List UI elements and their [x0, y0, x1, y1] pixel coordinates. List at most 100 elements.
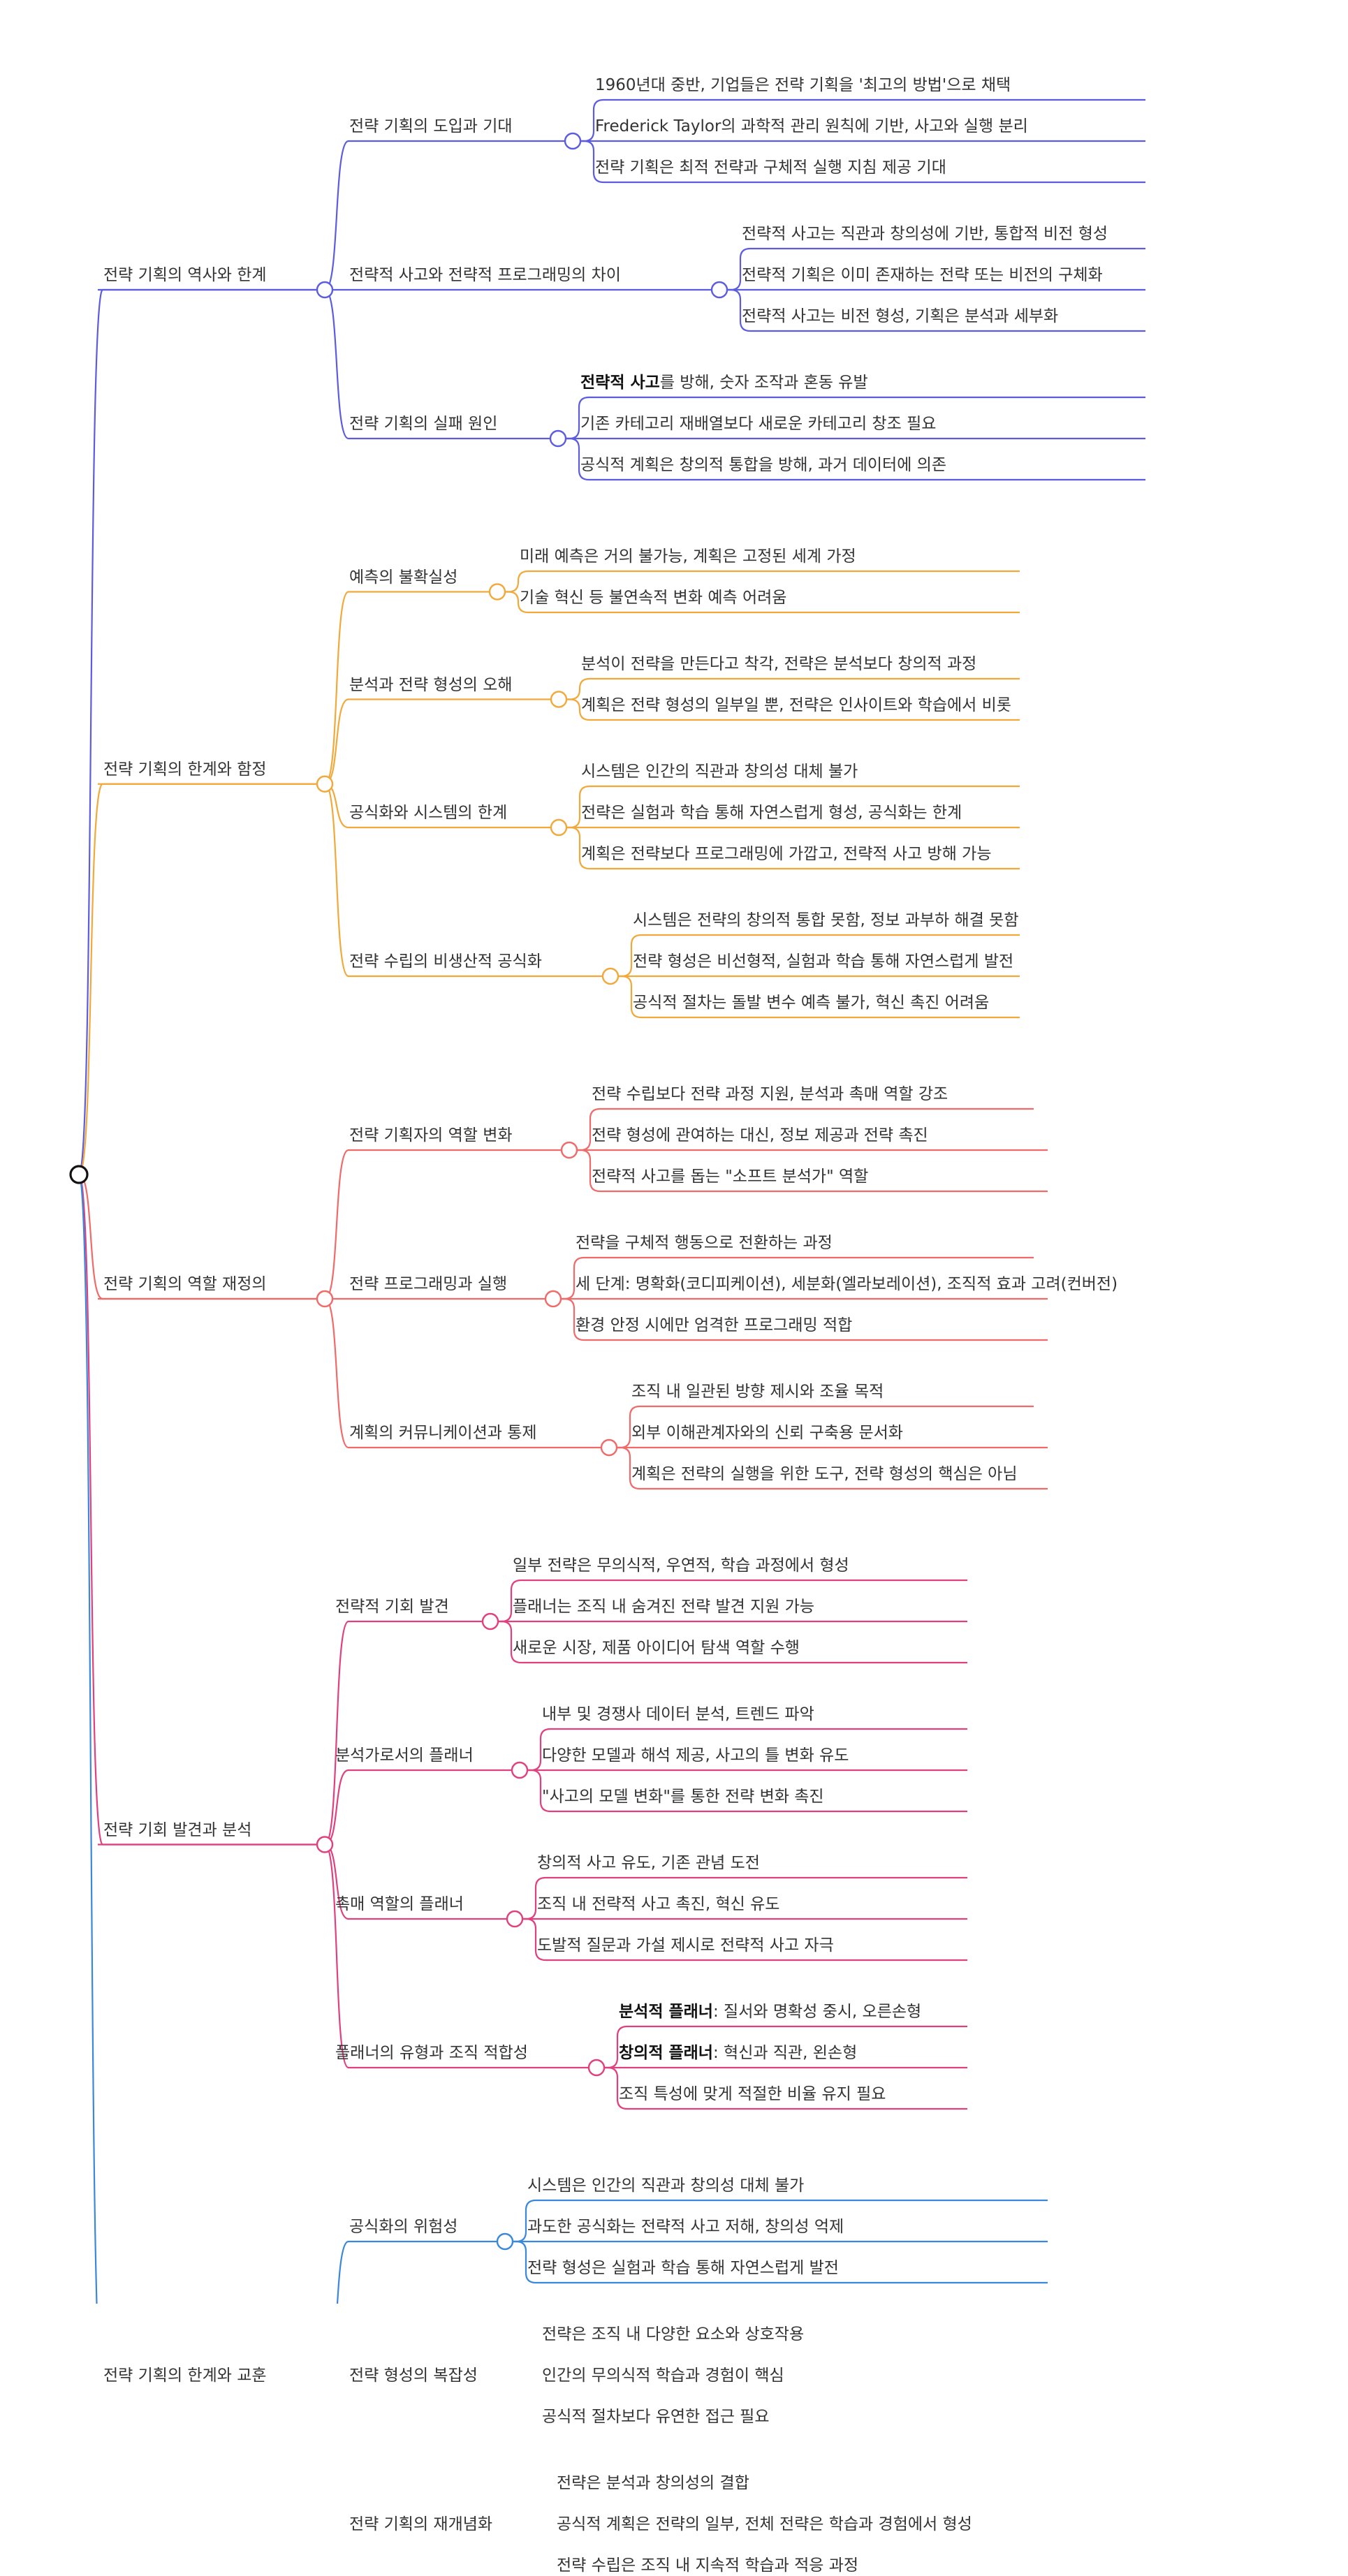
- child-connector: [324, 288, 550, 440]
- mindmap: 전략 기획의 역사와 한계 전략 기획의 도입과 기대 1960년대 중반, 기업들…: [69, 76, 1145, 2575]
- child-connector: [324, 698, 550, 785]
- leaf-connector: [569, 1149, 1048, 1193]
- leaf-label: 기술 혁신 등 불연속적 변화 예측 어려움: [520, 589, 787, 607]
- leaf-label: 전략적 사고는 비전 형성, 기획은 분석과 세부화: [742, 307, 1059, 325]
- leaf-label: 전략은 조직 내 다양한 요소와 상호작용: [542, 2325, 805, 2343]
- child-connector: [324, 1297, 601, 1449]
- leaf-label: 분석적 플래너: 질서와 명확성 중시, 오른손형: [619, 2003, 922, 2021]
- child-label: 전략 기획의 실패 원인: [349, 415, 498, 433]
- child-label: 공식화의 위험성: [349, 2218, 458, 2236]
- child-connector: [324, 1620, 482, 1846]
- leaf-label: 1960년대 중반, 기업들은 전략 기획을 '최고의 방법'으로 채택: [595, 76, 1011, 94]
- leaf-label: 전략 형성은 실험과 학습 통해 자연스럽게 발전: [527, 2259, 839, 2277]
- child-label: 플래너의 유형과 조직 적합성: [335, 2044, 528, 2062]
- mindmap-connectors: [69, 98, 1145, 2304]
- leaf-label: 공식적 계획은 창의적 통합을 방해, 과거 데이터에 의존: [580, 456, 947, 474]
- leaf-connector: [497, 591, 1020, 614]
- leaf-label: 조직 내 일관된 방향 제시와 조율 목적: [631, 1383, 884, 1401]
- leaf-label: 미래 예측은 거의 불가능, 계획은 고정된 세계 가정: [520, 547, 856, 566]
- leaf-label: 공식적 절차는 돌발 변수 예측 불가, 혁신 촉진 어려움: [633, 994, 990, 1012]
- leaf-label: 전략 형성은 비선형적, 실험과 학습 통해 자연스럽게 발전: [633, 952, 1014, 971]
- child-label: 전략 프로그래밍과 실행: [349, 1275, 508, 1293]
- branch-node-circle: [316, 1290, 334, 1308]
- leaf-label: 도발적 질문과 가설 제시로 전략적 사고 자극: [537, 1936, 834, 1955]
- leaf-label: 전략 수립보다 전략 과정 지원, 분석과 촉매 역할 강조: [592, 1085, 948, 1103]
- branch-label: 전략 기획의 한계와 교훈: [103, 2367, 267, 2385]
- child-label: 공식화와 시스템의 한계: [349, 804, 508, 822]
- leaf-label: 조직 특성에 맞게 적절한 비율 유지 필요: [619, 2085, 886, 2103]
- child-connector: [324, 591, 489, 785]
- leaf-label: 전략적 사고는 직관과 창의성에 기반, 통합적 비전 형성: [742, 225, 1108, 243]
- leaf-connector: [609, 1446, 1048, 1490]
- leaf-label: 내부 및 경쟁사 데이터 분석, 트렌드 파악: [542, 1705, 814, 1723]
- child-label: 분석가로서의 플래너: [335, 1746, 474, 1765]
- leaf-connector: [515, 1918, 967, 1962]
- leaf-label: 기존 카테고리 재배열보다 새로운 카테고리 창조 필요: [580, 415, 937, 433]
- leaf-connector: [596, 2066, 967, 2110]
- leaf-label: 환경 안정 시에만 엄격한 프로그래밍 적합: [576, 1316, 853, 1334]
- child-label: 전략 형성의 복잡성: [349, 2367, 478, 2385]
- leaf-label: 과도한 공식화는 전략적 사고 저해, 창의성 억제: [527, 2218, 844, 2236]
- leaf-connector: [610, 975, 1020, 1019]
- child-label: 전략 기획의 도입과 기대: [349, 117, 513, 135]
- leaf-label: Frederick Taylor의 과학적 관리 원칙에 기반, 사고와 실행 …: [595, 117, 1028, 135]
- child-label: 전략 기획의 재개념화: [349, 2515, 493, 2533]
- child-node-circle: [496, 2232, 514, 2251]
- child-label: 전략 수립의 비생산적 공식화: [349, 952, 542, 971]
- leaf-label: 시스템은 인간의 직관과 창의성 대체 불가: [581, 763, 858, 781]
- leaf-label: 외부 이해관계자와의 신뢰 구축용 문서화: [631, 1424, 903, 1442]
- leaf-connector: [497, 570, 1020, 593]
- branch-node-circle: [316, 281, 334, 299]
- leaf-label: 시스템은 전략의 창의적 통합 못함, 정보 과부하 해결 못함: [633, 911, 1019, 929]
- child-connector: [324, 140, 564, 291]
- branch-connector: [78, 288, 318, 1176]
- leaf-label: 시스템은 인간의 직관과 창의성 대체 불가: [527, 2177, 805, 2195]
- leaf-label: 조직 내 전략적 사고 촉진, 혁신 유도: [537, 1895, 780, 1913]
- leaf-label: 인간의 무의식적 학습과 경험이 핵심: [542, 2367, 784, 2385]
- leaf-label: 일부 전략은 무의식적, 우연적, 학습 과정에서 형성: [513, 1556, 849, 1575]
- child-node-circle: [550, 818, 568, 837]
- leaf-connector: [559, 698, 1020, 721]
- child-node-circle: [550, 691, 568, 708]
- branch-connector: [78, 1173, 98, 2304]
- leaf-connector: [505, 2240, 1048, 2284]
- branch-label: 전략 기획의 역사와 한계: [103, 266, 267, 284]
- leaf-label: 새로운 시장, 제품 아이디어 탐색 역할 수행: [513, 1639, 800, 1657]
- child-node-circle: [564, 132, 582, 150]
- leaf-label: 분석이 전략을 만든다고 착각, 전략은 분석보다 창의적 과정: [581, 655, 977, 673]
- child-connector: [336, 2240, 497, 2304]
- child-connector: [324, 1843, 588, 2069]
- leaf-label: 다양한 모델과 해석 제공, 사고의 틀 변화 유도: [542, 1746, 849, 1765]
- leaf-label: 계획은 전략의 실행을 위한 도구, 전략 형성의 핵심은 아님: [631, 1465, 1018, 1483]
- branch-connector: [78, 783, 318, 1176]
- leaf-label: 계획은 전략 형성의 일부일 뿐, 전략은 인사이트와 학습에서 비롯: [581, 696, 1011, 714]
- leaf-label: 전략은 실험과 학습 통해 자연스럽게 형성, 공식화는 한계: [581, 804, 962, 822]
- leaf-connector: [719, 288, 1145, 332]
- child-node-circle: [506, 1910, 524, 1928]
- leaf-label: 세 단계: 명확화(코디피케이션), 세분화(엘라보레이션), 조직적 효과 고…: [576, 1275, 1118, 1293]
- child-label: 전략적 기회 발견: [335, 1598, 449, 1616]
- child-node-circle: [481, 1612, 499, 1631]
- child-label: 예측의 불확실성: [349, 568, 458, 587]
- child-node-circle: [560, 1141, 578, 1159]
- child-connector: [324, 783, 602, 978]
- branch-connector: [78, 1173, 318, 1846]
- branch-label: 전략 기획의 한계와 함정: [103, 760, 267, 779]
- branch-node-circle: [316, 775, 334, 793]
- child-node-circle: [587, 2059, 606, 2077]
- child-node-circle: [488, 583, 506, 601]
- child-label: 분석과 전략 형성의 오해: [349, 675, 513, 694]
- leaf-label: 전략적 사고를 돕는 "소프트 분석가" 역할: [592, 1168, 869, 1186]
- child-node-circle: [544, 1290, 562, 1308]
- leaf-label: 전략 기획은 최적 전략과 구체적 실행 지침 제공 기대: [595, 159, 946, 177]
- leaf-label: 전략적 기획은 이미 존재하는 전략 또는 비전의 구체화: [742, 266, 1103, 284]
- root-node-circle: [69, 1165, 89, 1184]
- leaf-label: 전략 수립은 조직 내 지속적 학습과 적응 과정: [557, 2556, 859, 2575]
- branch-label: 전략 기회 발견과 분석: [103, 1820, 252, 1839]
- leaf-label: "사고의 모델 변화"를 통한 전략 변화 촉진: [542, 1788, 824, 1806]
- child-label: 촉매 역할의 플래너: [335, 1895, 464, 1913]
- leaf-label: 전략 형성에 관여하는 대신, 정보 제공과 전략 촉진: [592, 1126, 928, 1145]
- child-label: 전략적 사고와 전략적 프로그래밍의 차이: [349, 266, 621, 284]
- leaf-connector: [558, 437, 1145, 481]
- child-node-circle: [601, 967, 620, 985]
